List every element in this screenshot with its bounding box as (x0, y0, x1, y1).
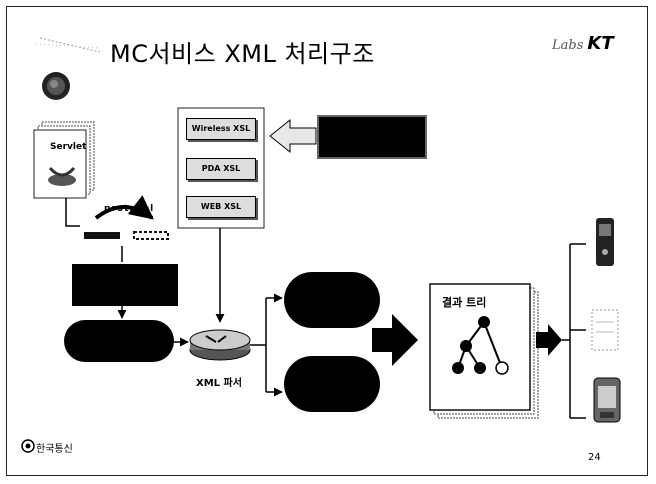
mobile-phone-icon (596, 218, 614, 266)
xsl-box-web: WEB XSL (186, 196, 256, 218)
xml-parser-icon (189, 329, 251, 361)
header-logo-icon (35, 37, 101, 100)
xml-document-block (64, 320, 174, 362)
dom-block-top (284, 272, 380, 328)
xsl-source-block (317, 115, 427, 159)
result-tree-document (429, 283, 539, 419)
result-tree-label: 결과 트리 (442, 296, 487, 309)
transform-arrow (372, 314, 418, 366)
brand-name: KT (587, 33, 614, 54)
servlet-label: Servlet (50, 142, 87, 152)
web-terminal-icon (593, 377, 621, 423)
protocol-label: protocol (104, 204, 155, 214)
slide-frame (6, 6, 648, 476)
xsl-box-pda: PDA XSL (186, 158, 256, 180)
page-number: 24 (588, 452, 601, 463)
brand-script: Labs (552, 38, 584, 53)
xsl-input-arrow (269, 118, 317, 154)
protocol-arrow-icon (84, 195, 169, 240)
dom-block-bottom (284, 356, 380, 412)
xml-parser-label: XML 파서 (196, 378, 242, 389)
korea-telecom-logo-icon (21, 439, 35, 453)
pda-icon (591, 309, 619, 351)
slide-title: MC서비스 XML 처리구조 (110, 40, 375, 68)
servlet-document-icon (33, 121, 95, 199)
footer-company: 한국통신 (36, 444, 73, 455)
source-block (72, 264, 178, 306)
xsl-box-wireless: Wireless XSL (186, 118, 256, 140)
